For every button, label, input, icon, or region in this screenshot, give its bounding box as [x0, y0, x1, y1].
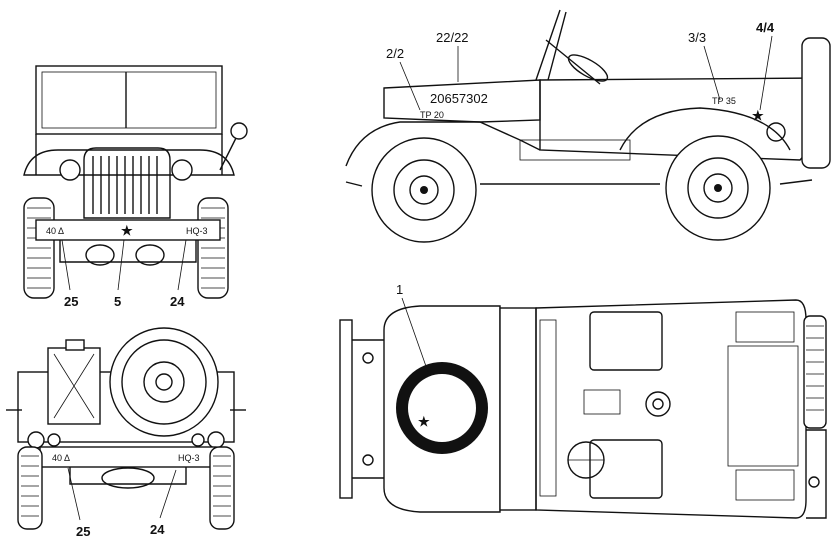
hood-small-mark: TP 20 [420, 110, 444, 120]
body-small-mark: TP 35 [712, 96, 736, 106]
side-callout-3-3: 3/3 [688, 30, 706, 45]
side-callout-4-4: 4/4 [756, 20, 775, 35]
rear-callout-25: 25 [76, 524, 90, 539]
top-callout-1: 1 [396, 282, 403, 297]
side-view: 20657302 TP 20 TP 35 ★ 2 [345, 9, 831, 243]
rear-plate-right: HQ-3 [178, 453, 200, 463]
front-plate-right: HQ-3 [186, 226, 208, 236]
hood-serial-number: 20657302 [430, 91, 488, 106]
front-callout-25: 25 [64, 294, 78, 309]
front-callout-5: 5 [114, 294, 121, 309]
rear-callout-24: 24 [150, 522, 165, 537]
front-view: 40 Δ HQ-3 ★ 25 5 24 [23, 65, 248, 309]
top-view: ★ 1 [339, 282, 827, 519]
roundel-star-icon: ★ [418, 414, 430, 429]
side-callout-22-22: 22/22 [436, 30, 469, 45]
bumper-star-icon: ★ [121, 223, 133, 238]
front-callout-24: 24 [170, 294, 185, 309]
side-callout-2-2: 2/2 [386, 46, 404, 61]
rear-plate-left: 40 Δ [52, 453, 70, 463]
rear-view: 40 Δ HQ-3 25 24 [6, 327, 246, 539]
front-plate-left: 40 Δ [46, 226, 64, 236]
